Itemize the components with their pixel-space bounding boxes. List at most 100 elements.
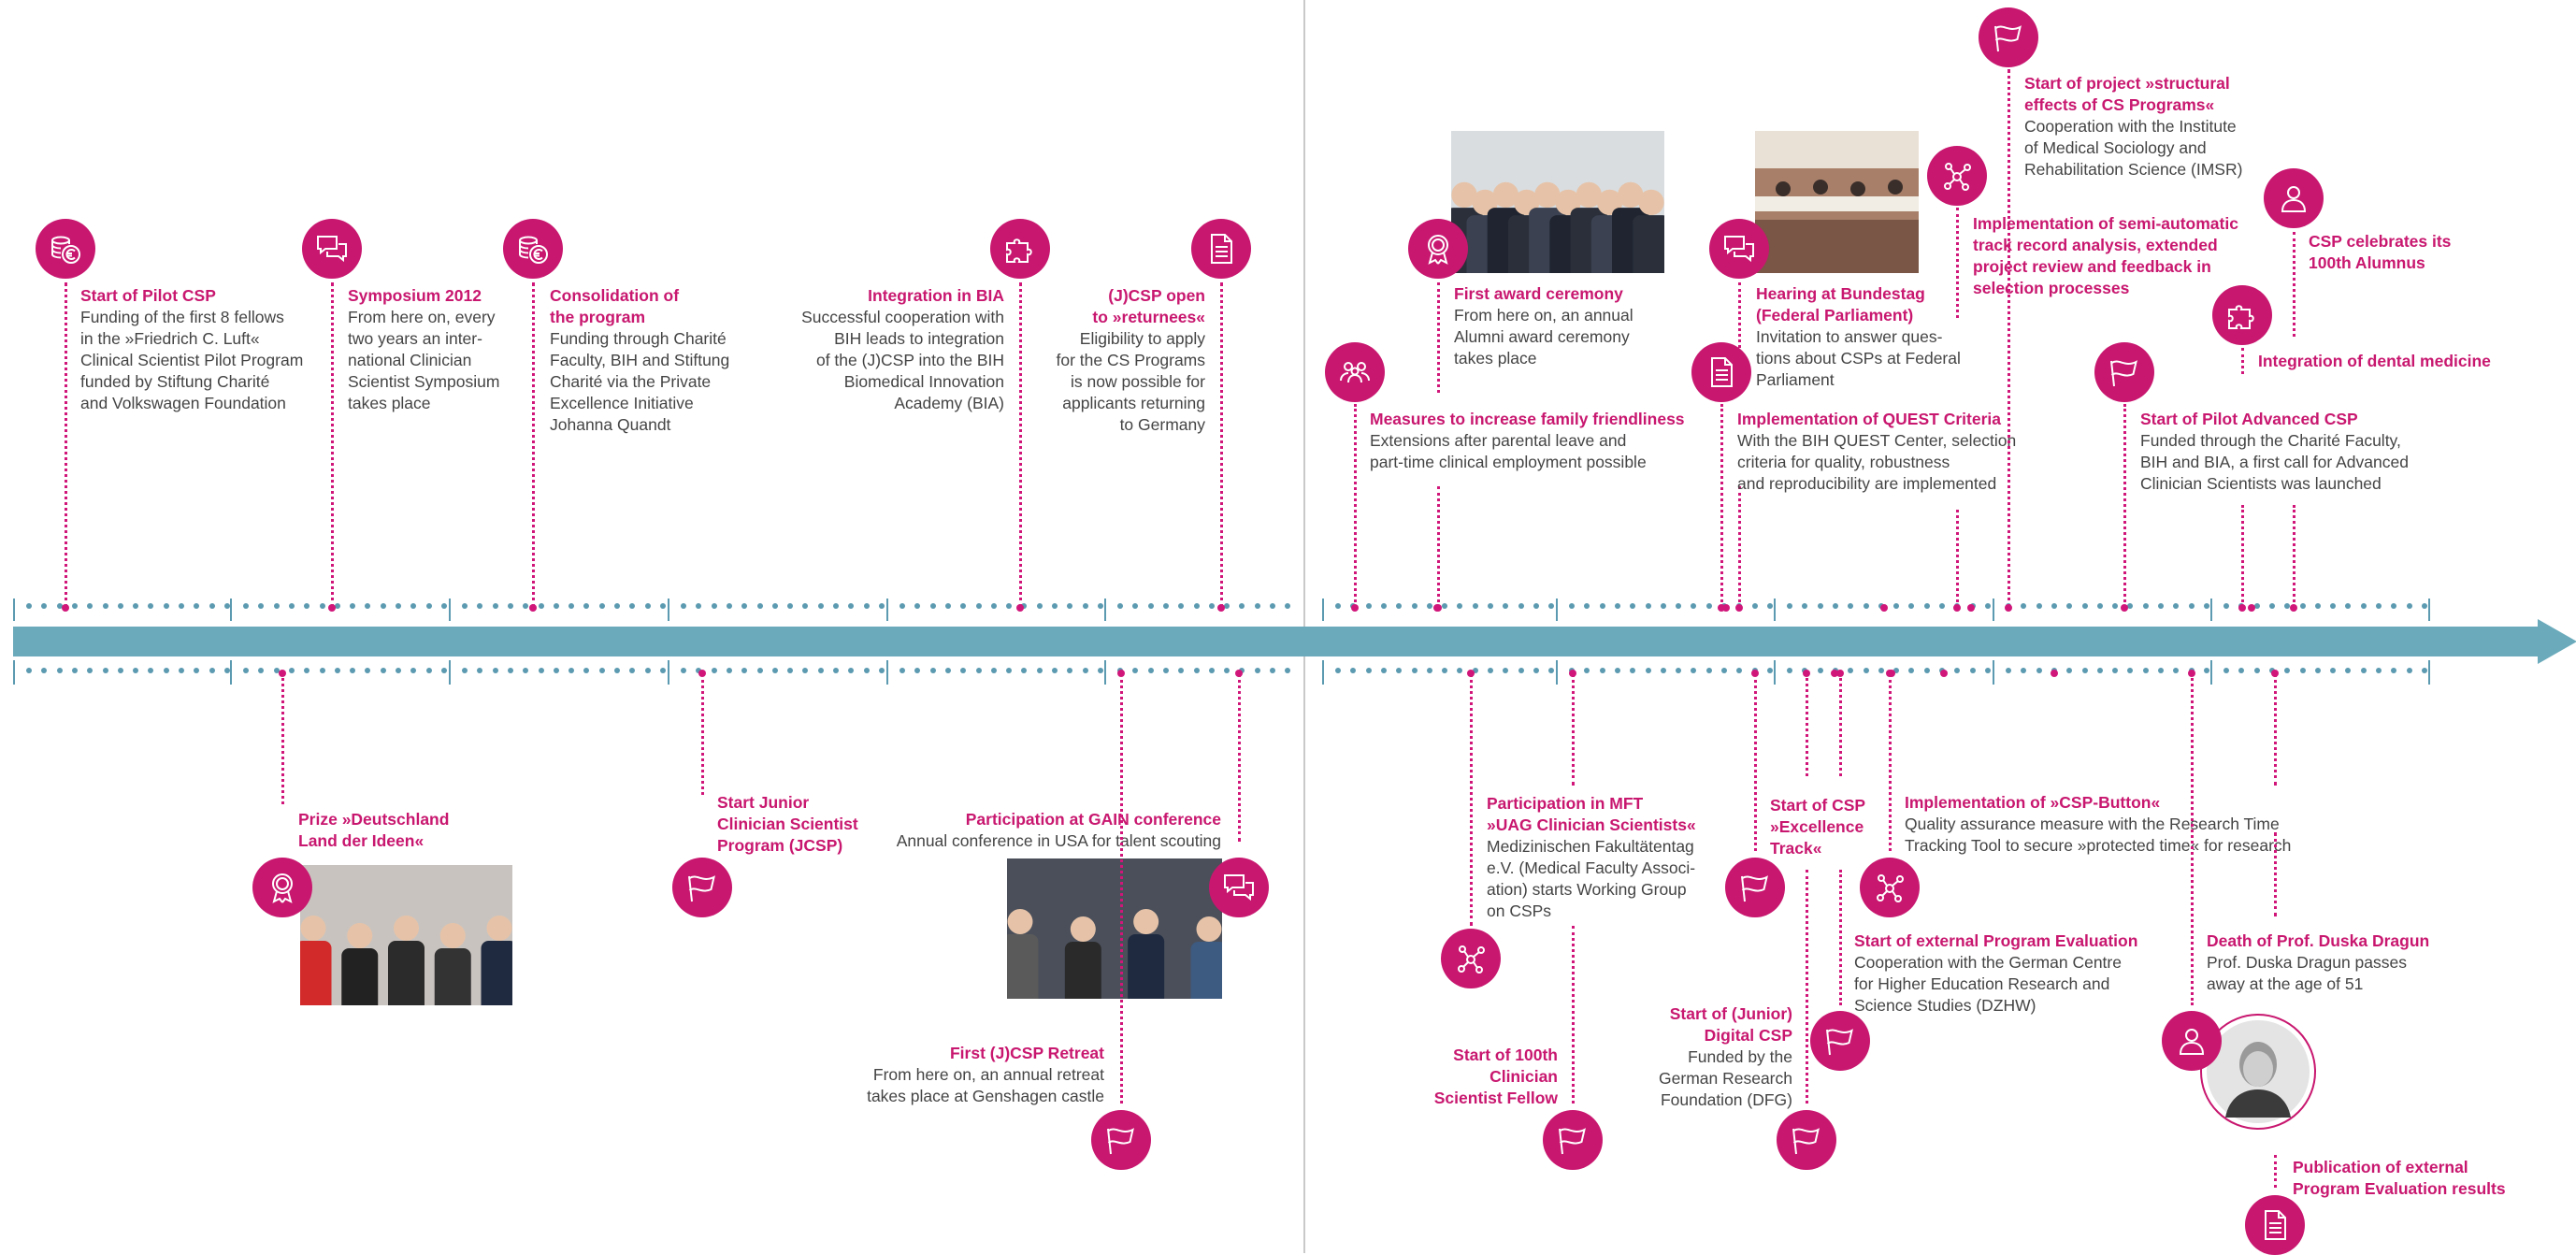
axis-dot	[179, 603, 184, 609]
flag-icon	[1091, 1110, 1151, 1170]
gain-photo	[1007, 858, 1222, 999]
timeline-marker	[1831, 670, 1838, 677]
axis-dot	[1239, 603, 1245, 609]
axis-dot	[365, 668, 371, 673]
axis-dot	[1147, 603, 1154, 609]
axis-dot	[787, 603, 794, 609]
axis-dot	[2081, 603, 2088, 609]
axis-dot	[2036, 668, 2042, 673]
axis-dot	[334, 668, 340, 673]
csp-button-text: Implementation of »CSP-Button«Quality as…	[1905, 792, 2325, 857]
timeline-marker	[1467, 670, 1475, 677]
axis-dot	[756, 603, 763, 609]
timeline-marker	[1735, 604, 1743, 612]
axis-dot	[1472, 603, 1478, 609]
axis-tick	[1556, 599, 1558, 621]
axis-tick	[1322, 599, 1324, 621]
timeline-marker	[2271, 670, 2279, 677]
prize-text: Prize »Deutschland Land der Ideen«	[298, 809, 476, 852]
axis-dot	[87, 668, 94, 673]
axis-dot	[817, 603, 824, 609]
axis-dot	[477, 603, 483, 609]
axis-dot	[1285, 668, 1291, 673]
axis-dot	[1584, 603, 1590, 609]
flag-icon	[1725, 858, 1785, 917]
axis-dot	[1518, 668, 1524, 673]
axis-dot	[462, 668, 468, 673]
axis-dot	[380, 603, 386, 609]
axis-dot	[2096, 603, 2103, 609]
event-description: Cooperation with the German Centre for H…	[1854, 953, 2122, 1015]
axis-dot	[1599, 668, 1605, 673]
connector-line	[1470, 673, 1473, 926]
timeline-marker	[1940, 670, 1948, 677]
axis-dot	[1645, 603, 1651, 609]
axis-dot	[1350, 668, 1357, 673]
axis-dot	[1193, 668, 1200, 673]
axis-dot	[2406, 668, 2412, 673]
axis-dot	[863, 603, 870, 609]
axis-tick	[2210, 660, 2212, 685]
axis-dot	[914, 603, 921, 609]
axis-dot	[2223, 603, 2229, 609]
timeline-marker	[1117, 670, 1125, 677]
axis-dot	[1848, 668, 1854, 673]
axis-dot	[802, 668, 809, 673]
event-title: Participation at GAIN conference	[965, 810, 1221, 829]
axis-dot	[899, 603, 905, 609]
year-label	[1389, 627, 1502, 656]
axis-dot	[26, 668, 32, 673]
event-description: Funding through Charité Faculty, BIH and…	[550, 329, 730, 434]
event-title: Hearing at Bundestag (Federal Parliament…	[1756, 284, 1925, 325]
connector-line	[1220, 282, 1223, 608]
axis-dot	[929, 668, 936, 673]
axis-dot	[1067, 603, 1073, 609]
year-label	[284, 627, 396, 656]
axis-dot	[319, 603, 325, 609]
axis-dot	[1548, 668, 1555, 673]
connector-line	[2293, 232, 2295, 337]
year-label	[721, 627, 833, 656]
axis-dot	[1426, 603, 1432, 609]
axis-dot	[507, 668, 513, 673]
timeline-marker	[1722, 604, 1730, 612]
axis-dot	[1285, 603, 1291, 609]
axis-dot	[711, 603, 717, 609]
timeline-marker	[2248, 604, 2255, 612]
axis-dot	[975, 603, 982, 609]
axis-dot	[1178, 603, 1185, 609]
document-icon	[2245, 1195, 2305, 1255]
timeline-marker	[2290, 604, 2297, 612]
axis-dot	[350, 668, 356, 673]
axis-dot	[1518, 603, 1524, 609]
axis-dot	[2299, 603, 2306, 609]
event-title: Implementation of semi-automatic track r…	[1973, 214, 2238, 297]
network-icon	[1441, 929, 1501, 988]
axis-dot	[1178, 668, 1185, 673]
axis-dot	[71, 603, 78, 609]
axis-dot	[1503, 668, 1509, 673]
axis-dot	[696, 603, 702, 609]
year-label	[939, 627, 1051, 656]
axis-dot	[1848, 603, 1854, 609]
eval-results-text: Publication of external Program Evaluati…	[2293, 1157, 2564, 1200]
event-title: Prize »Deutschland Land der Ideen«	[298, 810, 450, 850]
axis-dot	[2253, 603, 2260, 609]
axis-dot	[258, 603, 265, 609]
event-title: First (J)CSP Retreat	[949, 1044, 1104, 1062]
event-title: Start of (Junior) Digital CSP	[1669, 1004, 1792, 1045]
connector-line	[1437, 486, 1440, 608]
flag-icon	[672, 858, 732, 917]
event-title: Implementation of QUEST Criteria	[1737, 410, 2001, 428]
axis-dot	[148, 603, 154, 609]
axis-dot	[771, 603, 778, 609]
axis-dot	[848, 603, 855, 609]
axis-dot	[756, 668, 763, 673]
axis-dot	[1335, 668, 1341, 673]
axis-dot	[1863, 668, 1869, 673]
axis-dot	[681, 603, 686, 609]
axis-dot	[56, 603, 63, 609]
axis-dot	[1036, 603, 1043, 609]
